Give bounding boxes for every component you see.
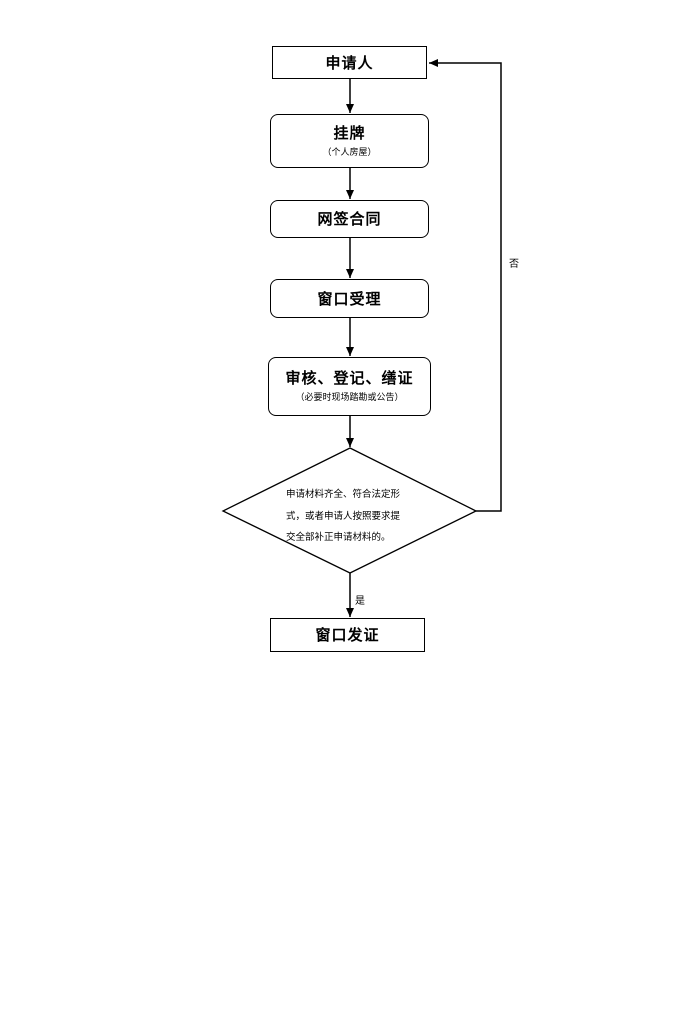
node-review-subtitle: （必要时现场踏勘或公告） — [295, 393, 404, 403]
node-listing: 挂牌 （个人房屋） — [270, 114, 429, 168]
decision-line-2: 式，或者申请人按照要求提 — [286, 510, 401, 522]
node-issue: 窗口发证 — [270, 618, 425, 652]
decision-line-1: 申请材料齐全、符合法定形 — [286, 489, 401, 500]
node-acceptance: 窗口受理 — [270, 279, 429, 318]
node-acceptance-title: 窗口受理 — [317, 289, 382, 308]
node-applicant: 申请人 — [272, 46, 427, 79]
node-listing-subtitle: （个人房屋） — [322, 147, 377, 158]
node-review-title: 审核、登记、缮证 — [285, 369, 414, 387]
node-contract-title: 网签合同 — [317, 210, 382, 228]
decision-line-3: 交全部补正申请材料的。 — [286, 532, 391, 543]
node-applicant-title: 申请人 — [325, 53, 374, 72]
arrow-no-loop-back — [429, 59, 502, 512]
edge-label-yes: 是 — [355, 596, 365, 607]
node-contract: 网签合同 — [270, 200, 429, 238]
edge-label-no: 否 — [509, 259, 519, 270]
decision-text: 申请材料齐全、符合法定形 式，或者申请人按照要求提 交全部补正申请材料的。 — [286, 484, 416, 549]
node-review: 审核、登记、缮证 （必要时现场踏勘或公告） — [268, 357, 431, 416]
decision-diamond — [221, 447, 478, 574]
node-listing-title: 挂牌 — [333, 123, 366, 142]
node-issue-title: 窗口发证 — [315, 626, 380, 644]
